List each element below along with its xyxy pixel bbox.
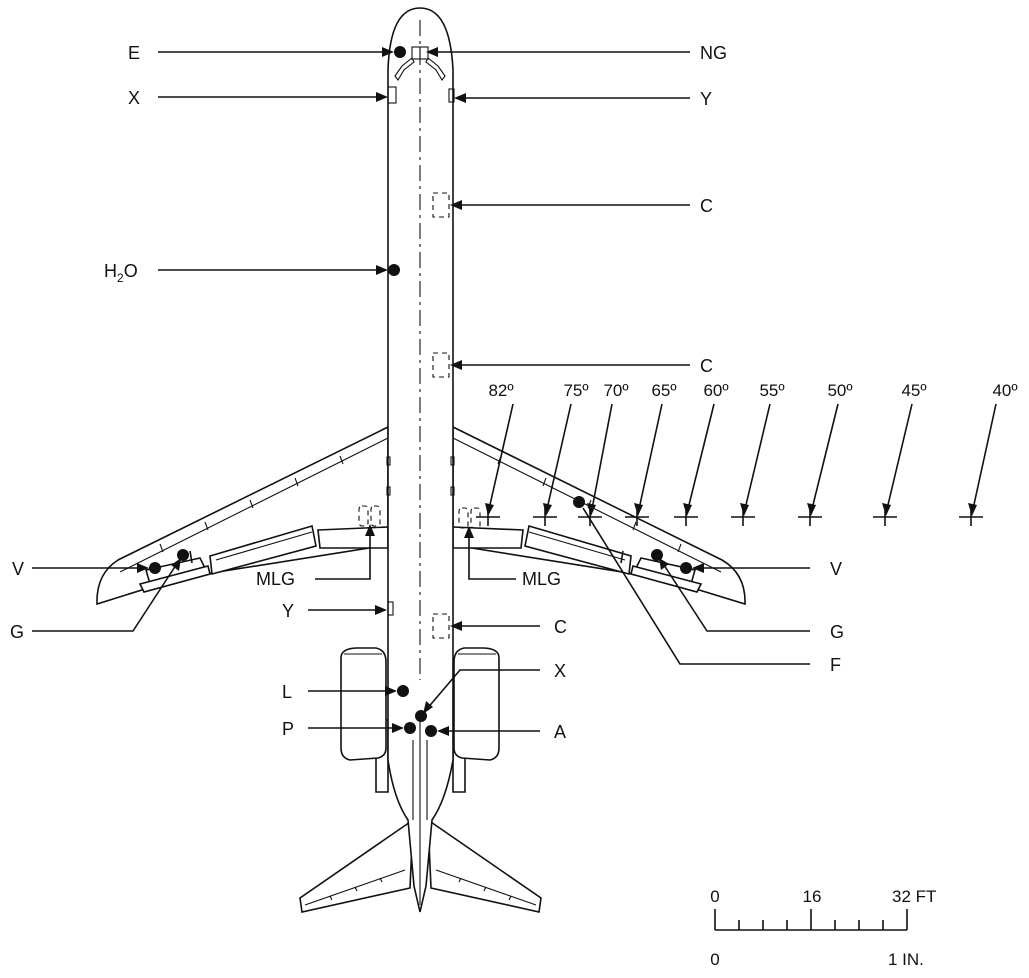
point-l [397,685,409,697]
cockpit-windows [394,46,446,81]
cargo-door-fwd [432,192,450,218]
left-engine [340,647,387,761]
right-engine [453,647,500,761]
point-f [573,496,585,508]
label-e: E [128,43,140,63]
angle-label-75: 75º [563,381,588,400]
right-main-gear [458,507,481,529]
cargo-door-aft [432,613,450,639]
angle-label-70: 70º [603,381,628,400]
point-g-right [651,549,663,561]
point-v-left [149,562,161,574]
angle-label-60: 60º [703,381,728,400]
angle-label-65: 65º [651,381,676,400]
label-c-aft: C [554,617,567,637]
label-y-aft: Y [282,601,294,621]
fwd-door-right [448,88,455,103]
fwd-door-left [387,86,397,104]
label-a: A [554,722,566,742]
angle-label-40: 40º [992,381,1017,400]
aircraft-outline [96,7,746,913]
left-main-gear [358,505,381,527]
label-h2o: H2O [104,261,138,285]
scale-ft-0: 0 [710,887,719,906]
scale-ft-32: 32 FT [892,887,936,906]
stabilizer-details [304,869,537,906]
label-g-left: G [10,622,24,642]
label-l: L [282,682,292,702]
label-x-aft: X [554,661,566,681]
scale-in-1: 1 IN. [888,950,924,969]
scale-bar: 0 16 32 FT 0 1 IN. [710,887,936,969]
label-c-fwd: C [700,196,713,216]
point-e [394,46,406,58]
right-stabilizer [427,818,542,913]
label-mlg-right: MLG [522,569,561,589]
wing-details [119,437,722,573]
label-mlg-left: MLG [256,569,295,589]
angle-label-55: 55º [759,381,784,400]
callout-labels: E X H2O NG Y C C V G MLG MLG Y V G C F X… [10,43,844,742]
label-f: F [830,655,841,675]
point-h2o [388,264,400,276]
point-v-right [680,562,692,574]
label-g-right: G [830,622,844,642]
point-p [404,722,416,734]
label-y-fwd: Y [700,89,712,109]
angle-label-82: 82º [488,381,513,400]
angle-label-50: 50º [827,381,852,400]
right-flaps [452,524,703,593]
angle-label-45: 45º [901,381,926,400]
label-v-left: V [12,559,24,579]
scale-in-0: 0 [710,950,719,969]
scale-ft-16: 16 [803,887,822,906]
left-stabilizer [299,818,414,913]
label-v-right: V [830,559,842,579]
label-ng: NG [700,43,727,63]
point-g-left [177,549,189,561]
viewing-angle-markers: 82º 75º 70º 65º 60º 55º 50º 45º 40º [476,381,1018,526]
label-x-fwd: X [128,88,140,108]
left-wing [96,425,389,606]
cargo-door-mid [432,352,450,378]
point-a [425,725,437,737]
label-p: P [282,719,294,739]
leader-lines [32,47,810,736]
label-c-mid: C [700,356,713,376]
aft-door-left [387,601,394,616]
